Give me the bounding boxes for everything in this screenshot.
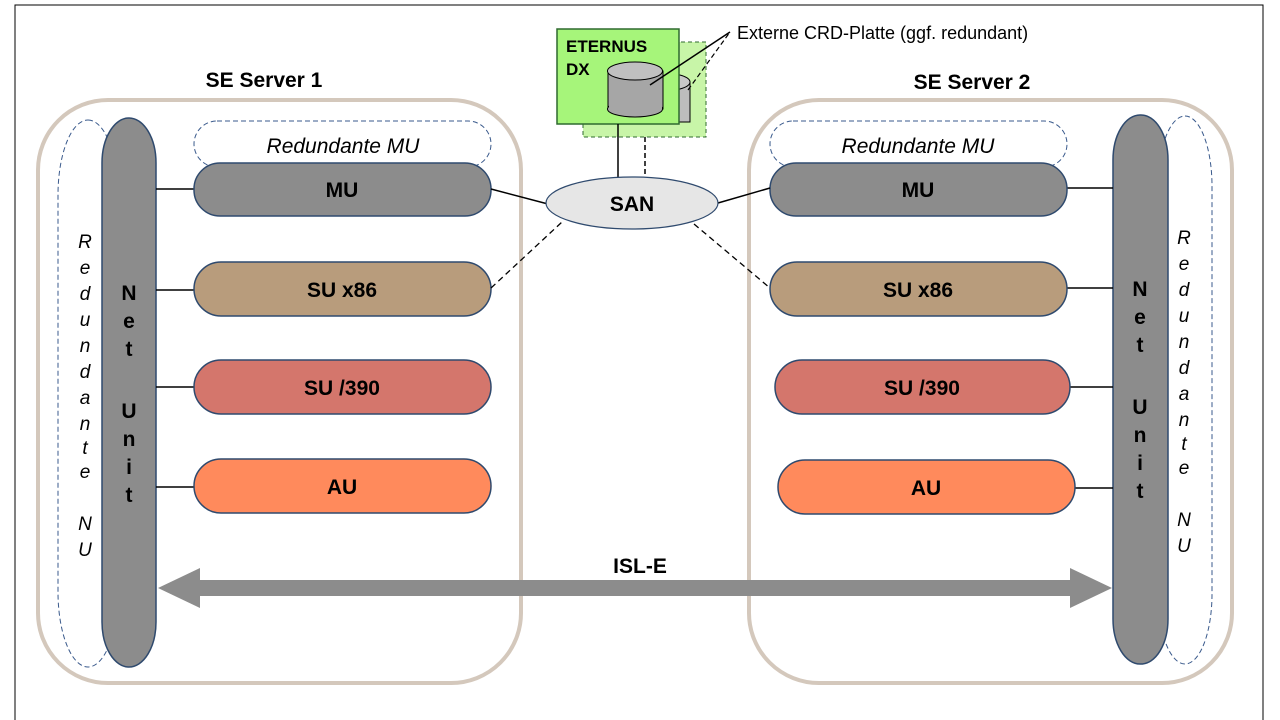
server1-au-label: AU [327, 476, 357, 499]
svg-text:n: n [1179, 332, 1190, 353]
svg-text:U: U [121, 400, 136, 423]
storage-name-line1: ETERNUS [566, 37, 647, 56]
san-link-server2-mu [717, 187, 771, 204]
svg-text:U: U [78, 540, 92, 561]
server2-su-x86-label: SU x86 [883, 279, 953, 302]
san-link-server2-su-x86 [693, 223, 771, 289]
server1-redundant-nu-label: R e d u n d a n t e N U [78, 232, 92, 561]
svg-text:d: d [1179, 358, 1191, 379]
svg-text:i: i [126, 456, 132, 479]
server2-net-unit [1112, 114, 1169, 665]
san-node [545, 176, 719, 230]
server2-mu [769, 162, 1068, 217]
svg-text:e: e [123, 310, 135, 333]
svg-text:N: N [121, 282, 136, 305]
svg-text:i: i [1137, 452, 1143, 475]
svg-text:n: n [1179, 410, 1190, 431]
svg-text:N: N [1132, 278, 1147, 301]
svg-text:n: n [80, 336, 91, 357]
svg-text:n: n [80, 414, 91, 435]
server2-su-390 [774, 359, 1071, 415]
svg-text:u: u [1179, 306, 1190, 327]
server2-su-390-label: SU /390 [884, 377, 960, 400]
storage-disk-icon [607, 61, 664, 118]
server1-au [193, 458, 492, 514]
server2-su-x86 [769, 261, 1068, 317]
svg-text:N: N [78, 514, 92, 535]
svg-text:t: t [1137, 334, 1144, 357]
server2-redundant-nu-label: R e d u n d a n t e N U [1177, 228, 1191, 557]
callout-line-main [649, 31, 731, 86]
svg-text:e: e [80, 462, 91, 483]
svg-text:a: a [80, 388, 91, 409]
server1-su-x86-label: SU x86 [307, 279, 377, 302]
svg-text:e: e [1134, 306, 1146, 329]
svg-text:d: d [80, 284, 92, 305]
server1-net-unit-label: N e t U n i t [121, 282, 136, 507]
server2-title: SE Server 2 [914, 71, 1031, 94]
svg-text:n: n [123, 428, 136, 451]
svg-text:U: U [1132, 396, 1147, 419]
server1-su-390 [193, 359, 492, 415]
server2-net-unit-label: N e t U n i t [1132, 278, 1147, 503]
storage-callout: Externe CRD-Platte (ggf. redundant) [737, 23, 1028, 43]
svg-text:t: t [1137, 480, 1144, 503]
server2-mu-label: MU [902, 179, 935, 202]
server1-redundant-mu-label: Redundante MU [267, 135, 421, 158]
svg-text:R: R [1177, 228, 1191, 249]
server2-au-label: AU [911, 477, 941, 500]
svg-text:u: u [80, 310, 91, 331]
san-link-server1-mu [490, 188, 549, 205]
svg-text:e: e [1179, 254, 1190, 275]
svg-text:t: t [1181, 434, 1187, 455]
svg-text:t: t [82, 438, 88, 459]
server1-mu-label: MU [326, 179, 359, 202]
server1-su-x86 [193, 261, 492, 317]
server2-au [777, 459, 1076, 515]
svg-text:t: t [126, 338, 133, 361]
isl-label: ISL-E [613, 555, 667, 578]
svg-text:a: a [1179, 384, 1190, 405]
svg-text:t: t [126, 484, 133, 507]
isl-arrow [158, 568, 1112, 608]
server1-title: SE Server 1 [206, 69, 323, 92]
storage-name-line2: DX [566, 60, 590, 79]
server2-redundant-mu-label: Redundante MU [842, 135, 996, 158]
server1-frame [36, 98, 523, 685]
svg-text:e: e [80, 258, 91, 279]
san-label: SAN [610, 193, 654, 216]
svg-text:U: U [1177, 536, 1191, 557]
server1-net-unit [101, 117, 157, 668]
svg-text:d: d [1179, 280, 1191, 301]
svg-text:n: n [1134, 424, 1147, 447]
server1-su-390-label: SU /390 [304, 377, 380, 400]
svg-text:N: N [1177, 510, 1191, 531]
san-link-server1-su-x86 [490, 221, 563, 289]
svg-text:R: R [78, 232, 92, 253]
svg-text:e: e [1179, 458, 1190, 479]
callout-line-redundant [687, 31, 731, 91]
svg-text:d: d [80, 362, 92, 383]
server2-frame [747, 98, 1234, 685]
